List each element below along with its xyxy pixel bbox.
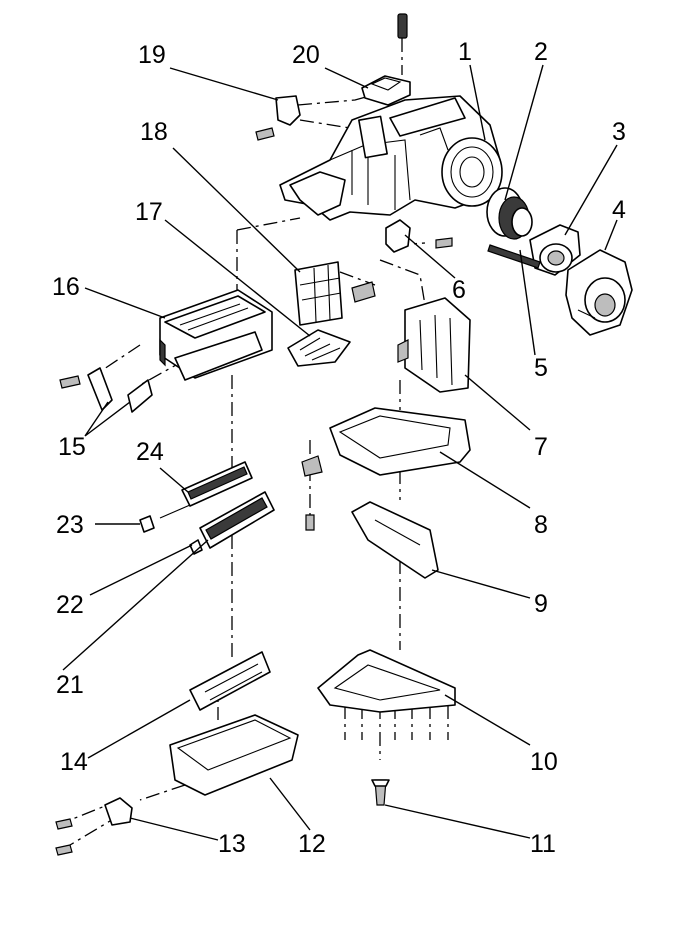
air-filter-18	[294, 261, 376, 326]
evaporator-21	[199, 491, 275, 549]
callout-21: 21	[56, 671, 84, 699]
callout-4: 4	[612, 196, 626, 224]
callout-5: 5	[534, 354, 548, 382]
callout-16: 16	[52, 273, 80, 301]
callout-9: 9	[534, 590, 548, 618]
callout-1: 1	[458, 38, 472, 66]
callout-14: 14	[60, 748, 88, 776]
callout-13: 13	[218, 830, 246, 858]
bracket-19	[255, 95, 301, 141]
shaft-5	[487, 244, 541, 269]
blower-wheel-2	[486, 187, 533, 240]
callout-7: 7	[534, 433, 548, 461]
callout-20: 20	[292, 41, 320, 69]
door-17	[287, 329, 351, 367]
callout-3: 3	[612, 118, 626, 146]
callout-2: 2	[534, 38, 548, 66]
callout-labels: 1 2 3 4 5 6 7 8 9 10 11 12 13 14 15 16 1…	[52, 38, 626, 858]
callout-24: 24	[136, 438, 164, 466]
clip-13	[55, 797, 133, 856]
fastener-23	[139, 515, 155, 533]
callout-19: 19	[138, 41, 166, 69]
callout-6: 6	[452, 276, 466, 304]
callout-8: 8	[534, 511, 548, 539]
heater-case-16	[159, 289, 273, 381]
callout-10: 10	[530, 748, 558, 776]
motor-cover-4	[565, 249, 633, 336]
clips-15	[59, 367, 153, 413]
callout-12: 12	[298, 830, 326, 858]
clip-6	[385, 219, 453, 253]
lower-case-10	[317, 649, 456, 713]
leader-lines	[62, 64, 618, 841]
callout-23: 23	[56, 511, 84, 539]
door-14	[189, 651, 271, 711]
upper-case-blower-housing	[279, 95, 503, 221]
callout-17: 17	[135, 198, 163, 226]
actuator-20	[361, 13, 411, 106]
callout-22: 22	[56, 591, 84, 619]
blower-motor-3	[529, 224, 581, 276]
lower-housing-12	[169, 714, 299, 796]
callout-18: 18	[140, 118, 168, 146]
heater-core-24	[159, 461, 253, 519]
screw-11	[371, 779, 390, 806]
lower-duct-8	[301, 407, 471, 531]
fastener-22	[189, 539, 203, 555]
plate-9	[351, 501, 439, 579]
duct-7	[397, 297, 471, 393]
callout-11: 11	[530, 830, 556, 858]
callout-15: 15	[58, 433, 86, 461]
